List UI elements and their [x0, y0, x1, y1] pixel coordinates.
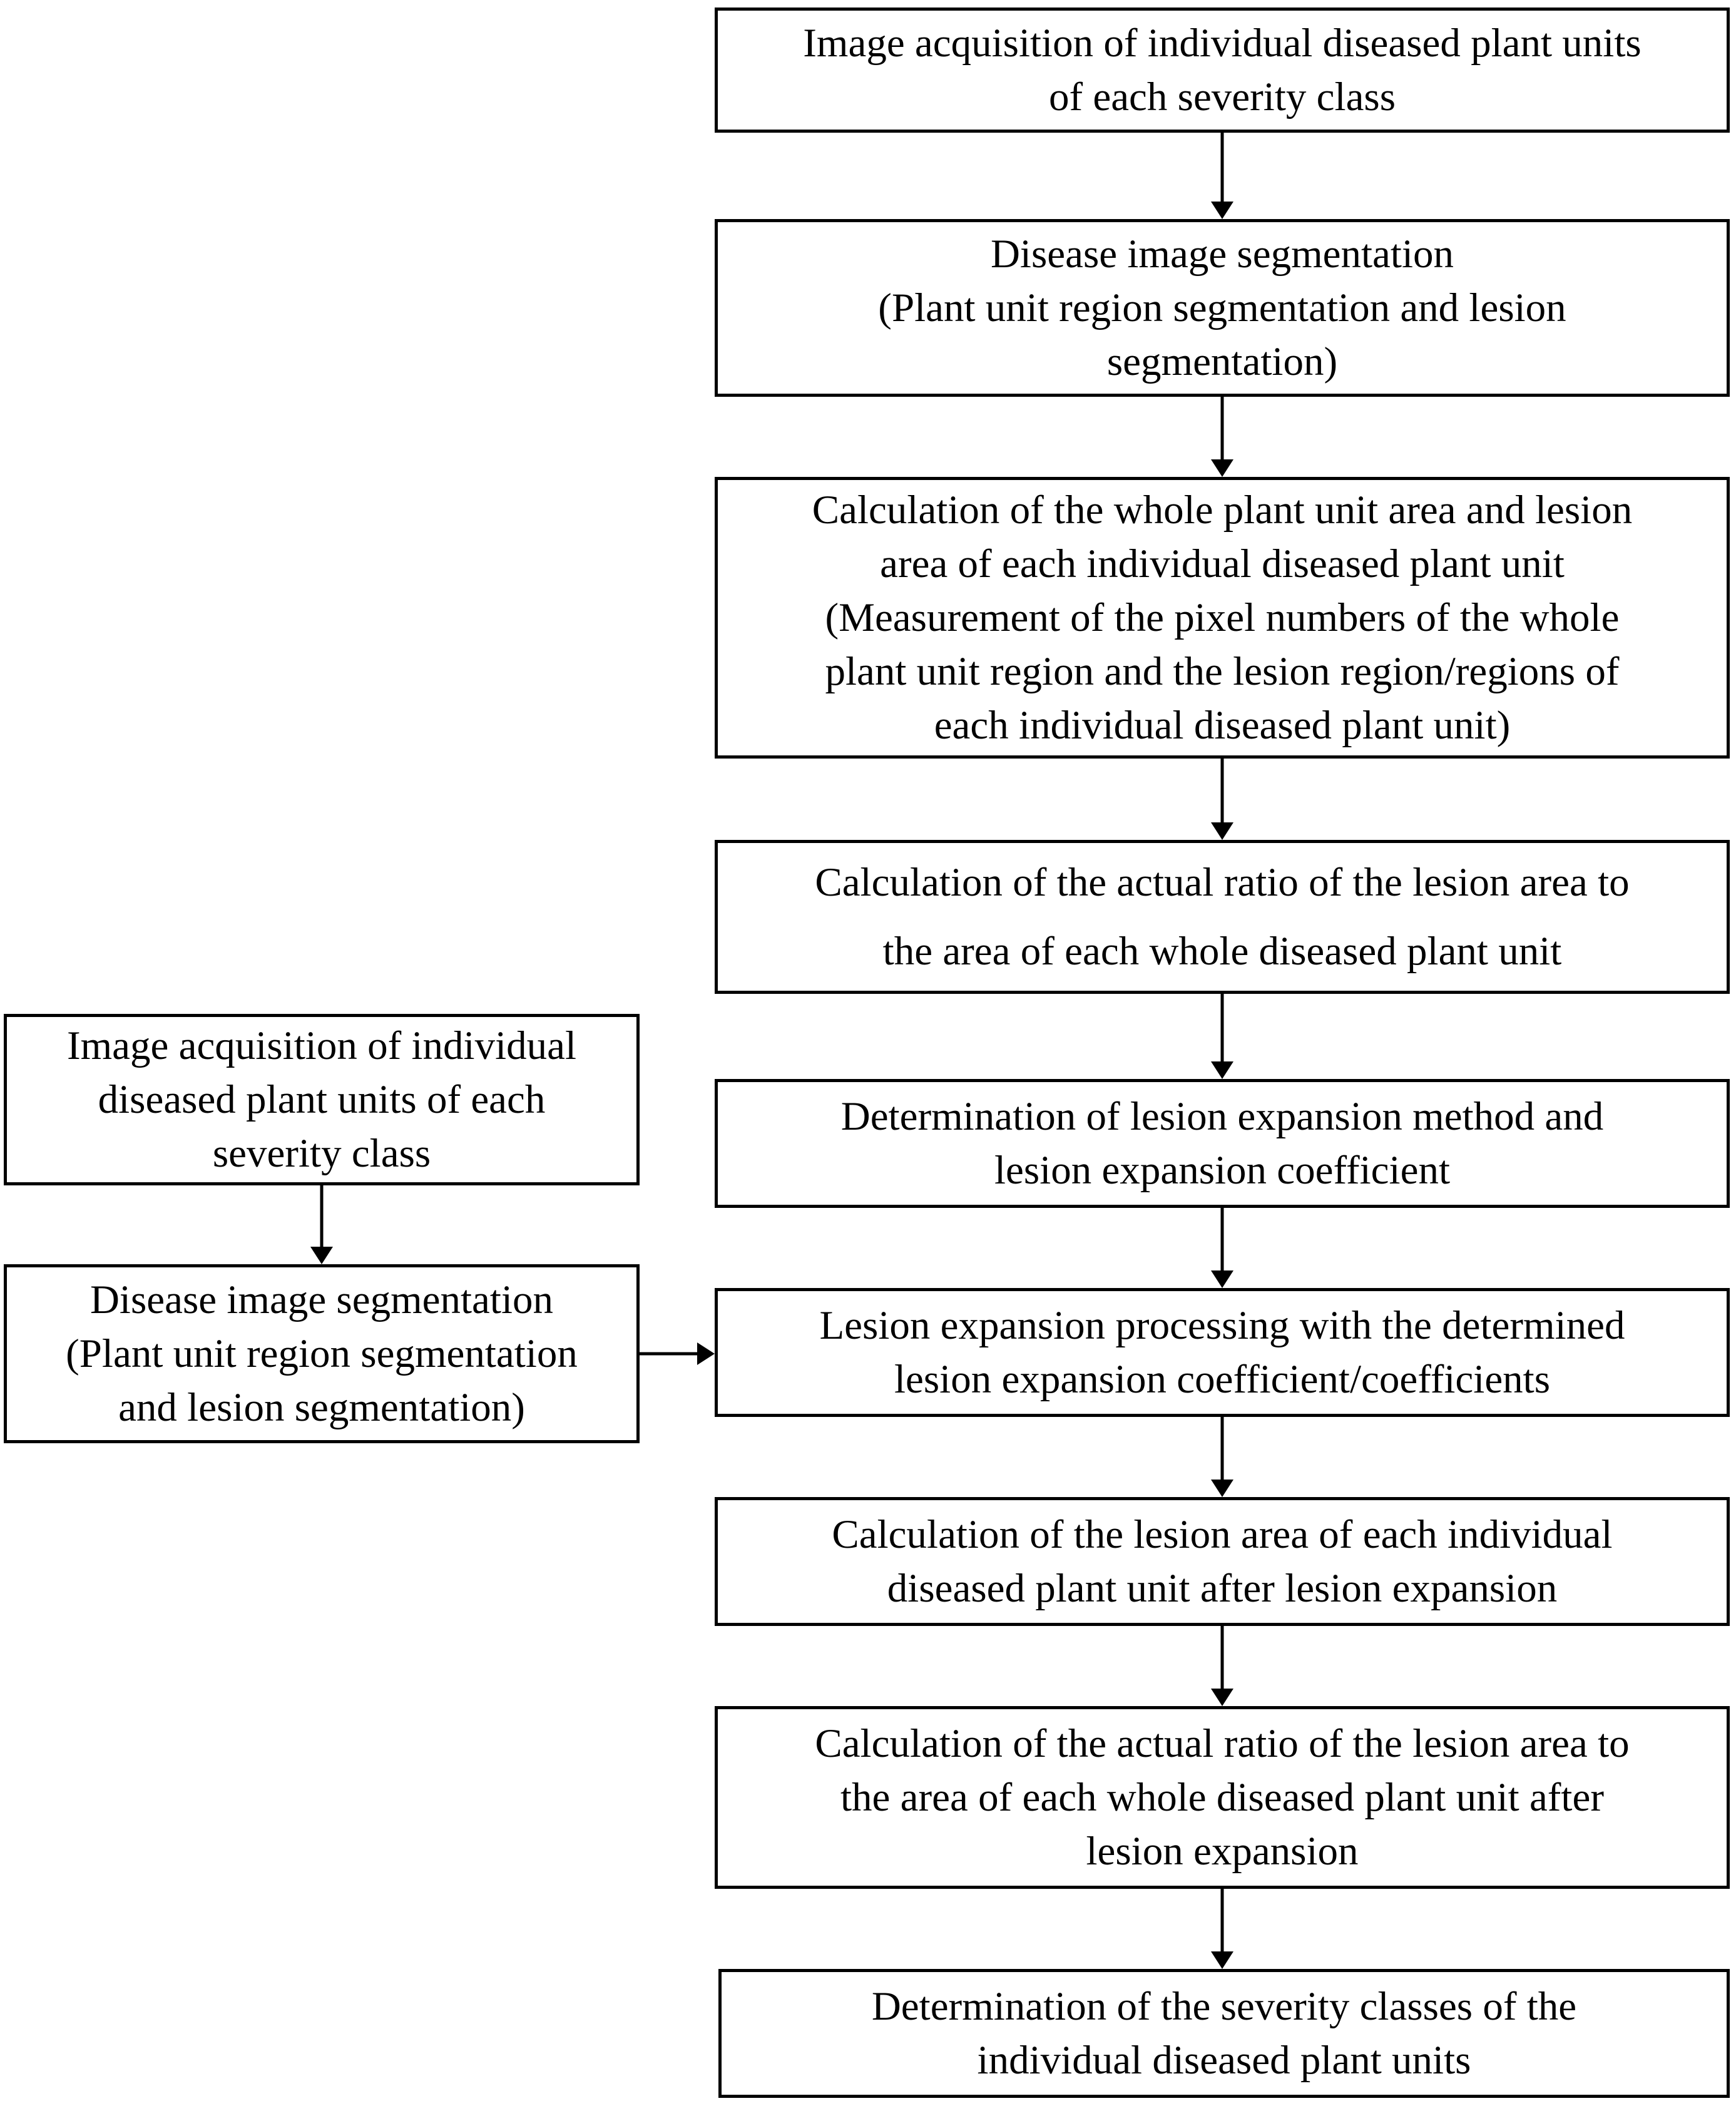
arrow-r6-to-r7: [1211, 1417, 1233, 1497]
arrow-r7-to-r8: [1211, 1626, 1233, 1706]
step-text-line: lesion expansion: [1086, 1829, 1359, 1874]
arrow-head: [1211, 1480, 1233, 1497]
step-text-line: severity class: [212, 1131, 431, 1176]
step-text-line: and lesion segmentation): [118, 1385, 525, 1430]
step-expansion-method: Determination of lesion expansion method…: [715, 1079, 1730, 1208]
step-text-line: each individual diseased plant unit): [934, 703, 1511, 748]
step-text-line: Image acquisition of individual diseased…: [803, 21, 1642, 66]
arrow-l2-to-r6: [640, 1342, 715, 1365]
step-text-line: Image acquisition of individual: [66, 1023, 577, 1068]
arrow-head: [1211, 1061, 1233, 1079]
side-step-image-acquisition: Image acquisition of individual diseased…: [4, 1014, 640, 1185]
step-lesion-area-after-expansion: Calculation of the lesion area of each i…: [715, 1497, 1730, 1626]
step-severity-classes: Determination of the severity classes of…: [718, 1969, 1730, 2098]
step-text-line: Disease image segmentation: [990, 232, 1454, 277]
arrow-head: [1211, 1689, 1233, 1706]
arrow-head: [1211, 202, 1233, 219]
step-text-line: the area of each whole diseased plant un…: [882, 929, 1562, 974]
step-disease-image-segmentation: Disease image segmentation (Plant unit r…: [715, 219, 1730, 397]
step-text-line: of each severity class: [1048, 74, 1396, 120]
arrow-head: [1211, 822, 1233, 840]
arrow-r8-to-r9: [1211, 1889, 1233, 1969]
arrow-head: [310, 1247, 333, 1264]
step-text-line: area of each individual diseased plant u…: [880, 541, 1565, 586]
step-text-line: Calculation of the whole plant unit area…: [812, 488, 1633, 533]
arrow-head: [1211, 1951, 1233, 1969]
step-text-line: (Plant unit region segmentation and lesi…: [878, 285, 1566, 330]
step-text-line: lesion expansion coefficient: [994, 1148, 1450, 1193]
step-expansion-processing: Lesion expansion processing with the det…: [715, 1288, 1730, 1417]
arrow-head: [1211, 459, 1233, 477]
arrow-l1-to-l2: [310, 1185, 333, 1264]
side-step-disease-image-segmentation: Disease image segmentation (Plant unit r…: [4, 1264, 640, 1443]
arrow-r4-to-r5: [1211, 994, 1233, 1079]
step-image-acquisition: Image acquisition of individual diseased…: [715, 8, 1730, 133]
step-text-line: (Measurement of the pixel numbers of the…: [825, 595, 1620, 640]
step-text-line: Calculation of the actual ratio of the l…: [815, 1721, 1630, 1766]
step-text-line: Calculation of the actual ratio of the l…: [815, 860, 1630, 905]
step-text-line: Lesion expansion processing with the det…: [819, 1303, 1625, 1348]
step-ratio-after-expansion: Calculation of the actual ratio of the l…: [715, 1706, 1730, 1889]
arrow-r2-to-r3: [1211, 397, 1233, 477]
step-text-line: (Plant unit region segmentation: [66, 1331, 578, 1376]
step-text-line: Determination of lesion expansion method…: [840, 1094, 1604, 1139]
arrow-r3-to-r4: [1211, 759, 1233, 840]
step-text-line: Disease image segmentation: [89, 1277, 554, 1322]
step-text-line: segmentation): [1106, 339, 1338, 384]
step-text-line: individual diseased plant units: [977, 2038, 1471, 2083]
step-area-calculation: Calculation of the whole plant unit area…: [715, 477, 1730, 759]
step-actual-ratio: Calculation of the actual ratio of the l…: [715, 840, 1730, 994]
step-text-line: diseased plant unit after lesion expansi…: [887, 1566, 1558, 1611]
arrow-head: [1211, 1270, 1233, 1288]
step-text-line: the area of each whole diseased plant un…: [840, 1775, 1604, 1820]
step-text-line: lesion expansion coefficient/coefficient…: [894, 1357, 1551, 1402]
step-text-line: plant unit region and the lesion region/…: [825, 649, 1620, 694]
step-text-line: Calculation of the lesion area of each i…: [832, 1512, 1613, 1557]
arrow-r5-to-r6: [1211, 1208, 1233, 1288]
arrow-head: [697, 1342, 715, 1365]
step-text-line: diseased plant units of each: [98, 1077, 546, 1122]
arrow-r1-to-r2: [1211, 133, 1233, 219]
step-text-line: Determination of the severity classes of…: [871, 1984, 1577, 2029]
